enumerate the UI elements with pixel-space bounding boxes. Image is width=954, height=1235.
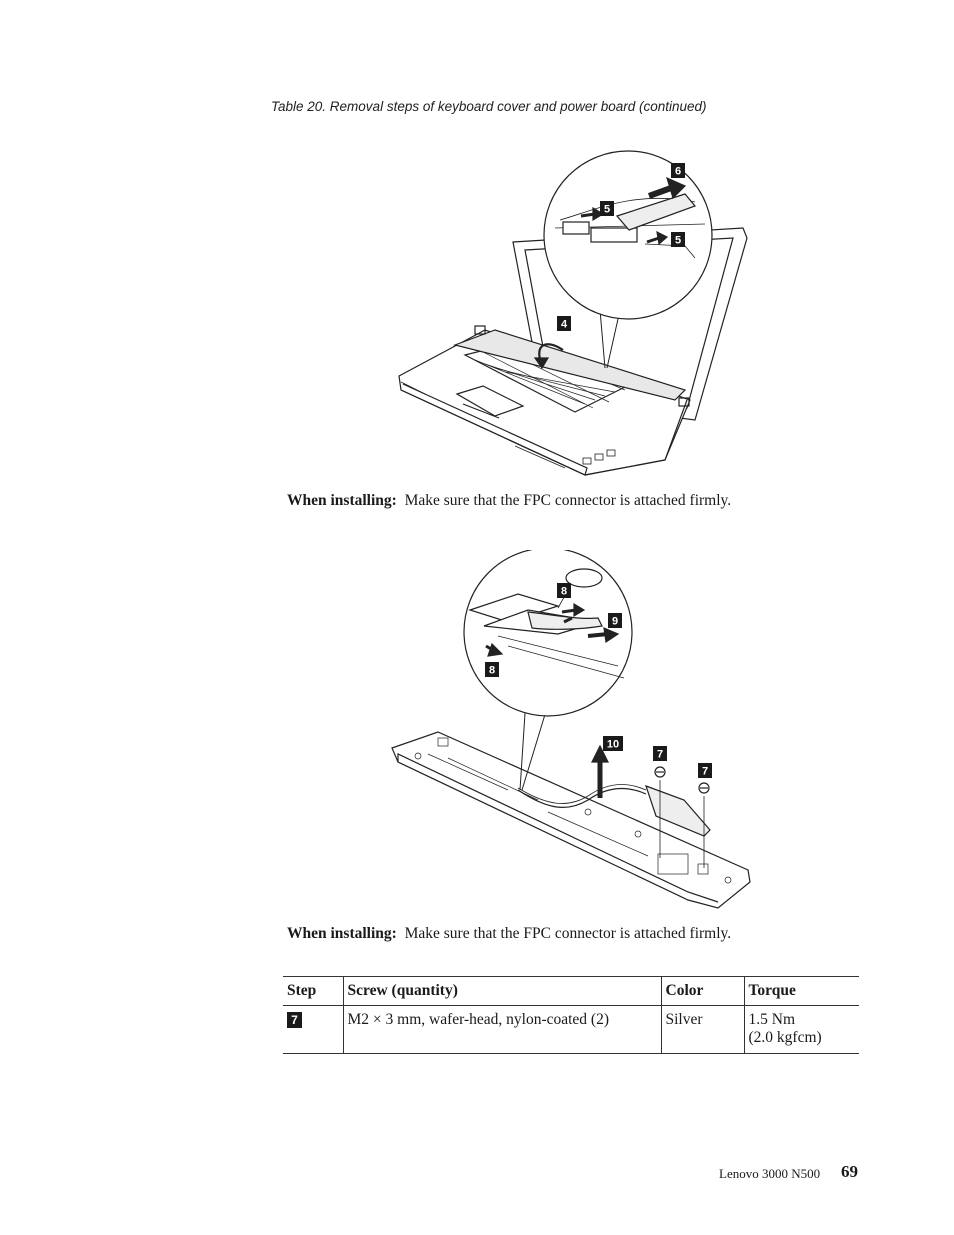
- callout-6: 6: [675, 166, 681, 178]
- note-text: Make sure that the FPC connector is atta…: [404, 925, 732, 942]
- footer-product: Lenovo 3000 N500: [719, 1166, 821, 1181]
- table-caption: Table 20. Removal steps of keyboard cove…: [271, 99, 707, 114]
- page-number: 69: [841, 1162, 858, 1181]
- callout-10: 10: [607, 739, 619, 751]
- header-color: Color: [660, 976, 744, 1006]
- callout-8-bottom: 8: [489, 665, 495, 677]
- torque-cell: 1.5 Nm (2.0 kgfcm): [743, 1005, 859, 1054]
- callout-5-left: 5: [604, 204, 610, 216]
- torque-value-alt: (2.0 kgfcm): [748, 1029, 822, 1046]
- callout-7-right: 7: [702, 766, 708, 778]
- callout-8-top: 8: [561, 586, 567, 598]
- callout-7-left: 7: [657, 749, 663, 761]
- table-row: 7 M2 × 3 mm, wafer-head, nylon-coated (2…: [283, 1005, 859, 1054]
- callout-4: 4: [561, 319, 568, 331]
- header-screw: Screw (quantity): [342, 976, 661, 1006]
- color-cell: Silver: [660, 1005, 744, 1054]
- note-label: When installing:: [287, 925, 397, 942]
- power-board-removal-illustration: 8 9 8 10 7 7: [391, 550, 751, 909]
- note-label: When installing:: [287, 492, 397, 509]
- note-text: Make sure that the FPC connector is atta…: [404, 492, 732, 509]
- torque-value: 1.5 Nm: [748, 1011, 796, 1028]
- installation-note-2: When installing: Make sure that the FPC …: [287, 925, 731, 943]
- callout-9: 9: [612, 616, 618, 628]
- callout-5-right: 5: [675, 235, 681, 247]
- table-header-row: Step Screw (quantity) Color Torque: [283, 976, 859, 1006]
- installation-note-1: When installing: Make sure that the FPC …: [287, 492, 731, 510]
- screw-table: Step Screw (quantity) Color Torque 7 M2 …: [283, 976, 859, 1054]
- keyboard-cover-removal-illustration: 6 5 5 4: [398, 150, 748, 476]
- step-callout: 7: [287, 1012, 302, 1028]
- header-torque: Torque: [743, 976, 859, 1006]
- screw-cell: M2 × 3 mm, wafer-head, nylon-coated (2): [342, 1005, 661, 1054]
- header-step: Step: [283, 976, 343, 1006]
